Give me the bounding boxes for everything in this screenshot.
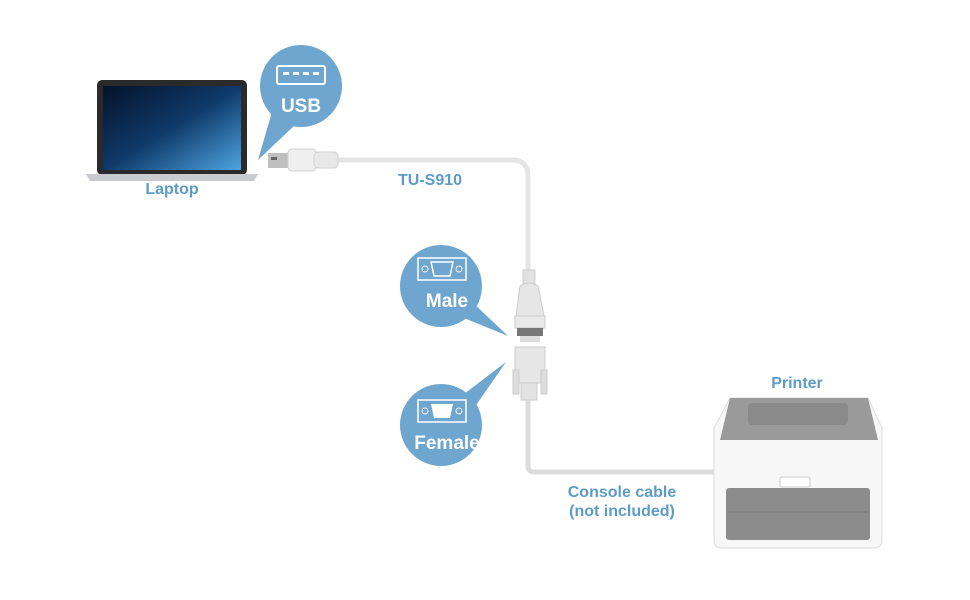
male-label: Male <box>426 291 468 312</box>
product-label: TU-S910 <box>397 172 463 189</box>
usb-plug <box>268 148 339 172</box>
laptop-label: Laptop <box>145 181 199 198</box>
console-cable-line1: Console cable <box>567 484 677 501</box>
male-bubble: Male <box>400 245 508 336</box>
usb-label: USB <box>281 96 321 117</box>
laptop-icon <box>86 80 258 181</box>
female-label: Female <box>414 433 479 454</box>
console-cable-line2: (not included) <box>569 503 675 520</box>
printer-label: Printer <box>771 375 823 392</box>
db9-female-icon <box>417 399 467 423</box>
console-cable-label: Console cable (not included) <box>552 483 692 521</box>
printer-icon <box>713 397 883 549</box>
db9-male-icon <box>417 257 467 281</box>
usb-cable <box>335 157 531 272</box>
console-cable <box>525 400 720 475</box>
serial-adapter <box>512 269 548 401</box>
usb-port-icon <box>276 65 326 85</box>
female-bubble: Female <box>400 362 506 466</box>
usb-bubble: USB <box>258 45 342 160</box>
